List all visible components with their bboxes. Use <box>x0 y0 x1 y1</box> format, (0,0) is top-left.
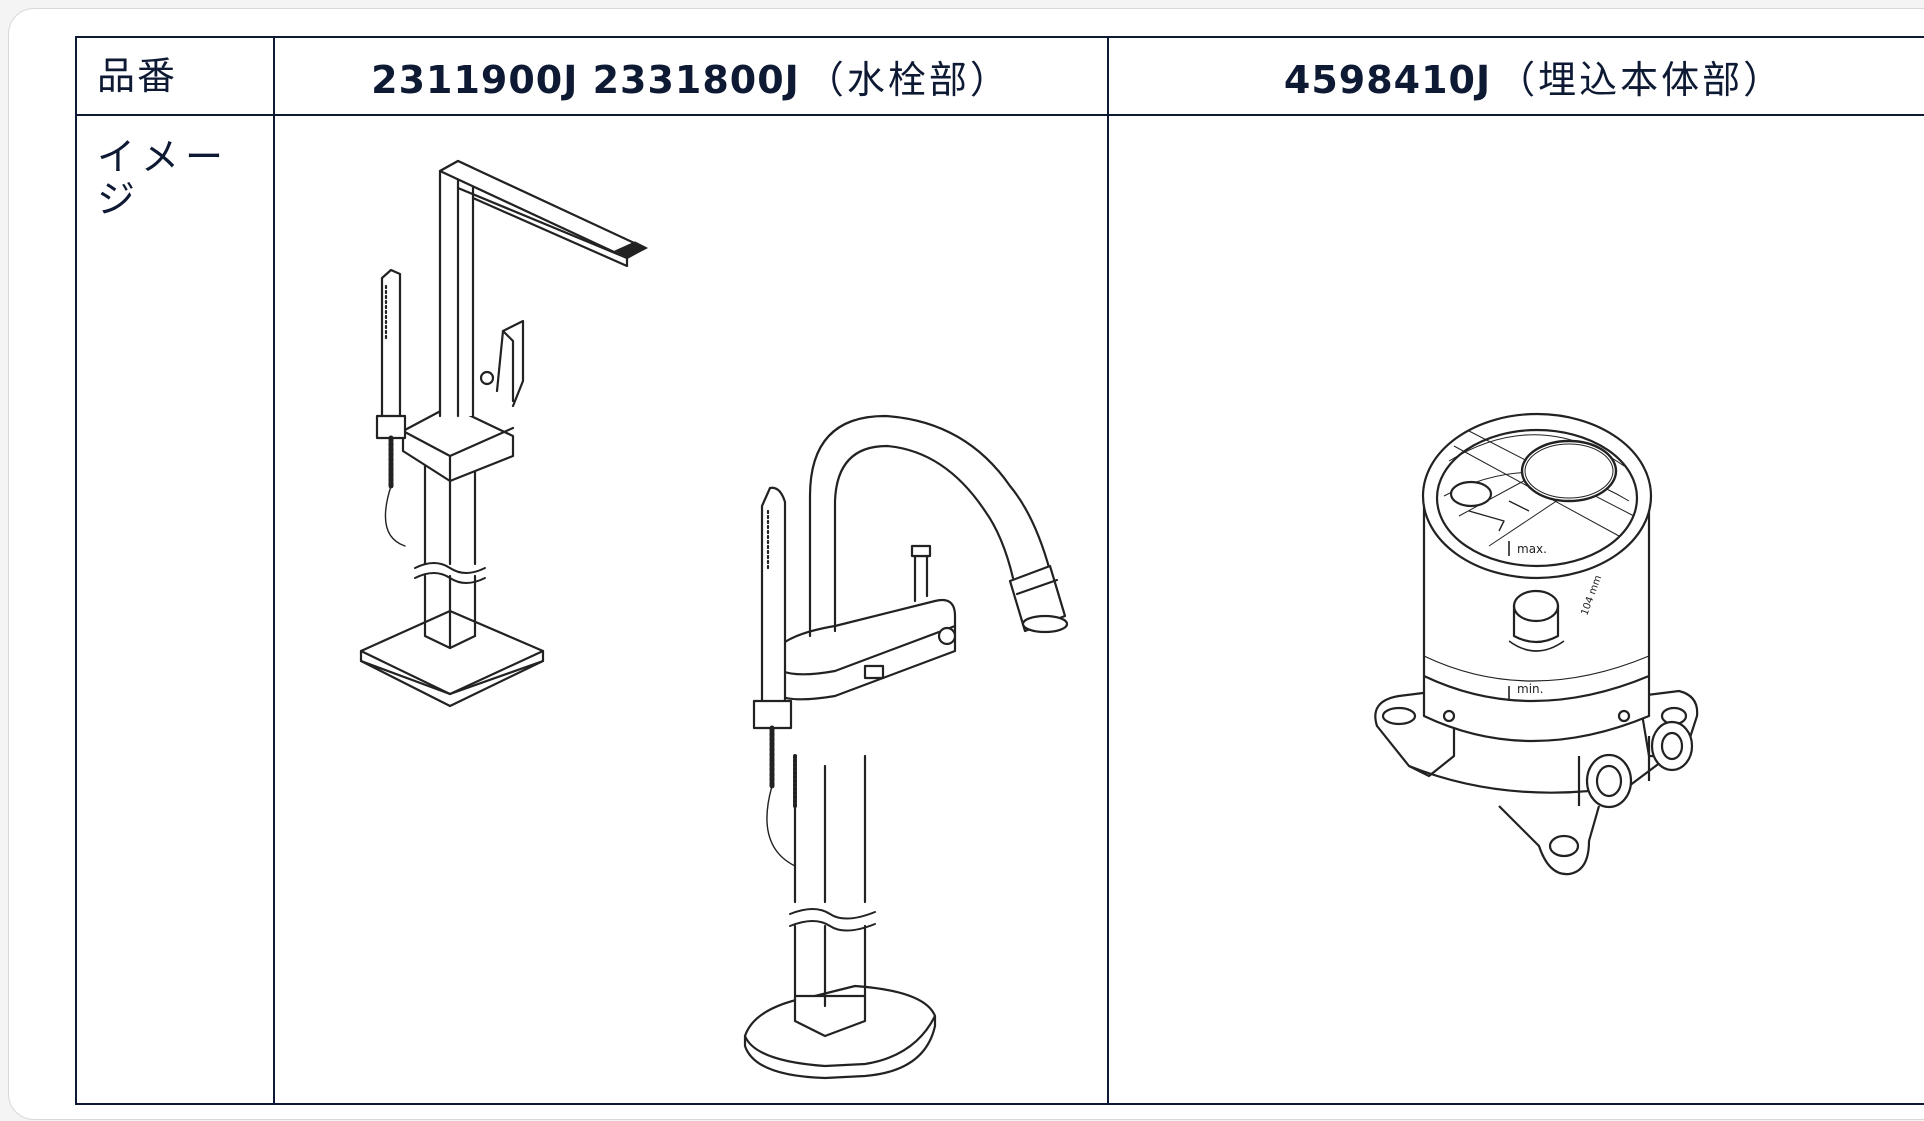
min-marking: min. <box>1517 682 1543 696</box>
header-row: 品番 2311900J 2331800J（水栓部） 4598410J（埋込本体部… <box>75 36 1924 116</box>
spec-table: 品番 2311900J 2331800J（水栓部） 4598410J（埋込本体部… <box>75 36 1924 1105</box>
col-b-codes: 4598410J <box>1283 57 1492 102</box>
faucet-illustrations <box>359 159 1069 1080</box>
image-cell-a <box>273 114 1109 1105</box>
col-b-suffix: （埋込本体部） <box>1497 57 1785 102</box>
faucet-curved-spout-icon <box>743 414 1069 1080</box>
image-label: イメージ <box>97 135 230 221</box>
embedded-body-unit-icon: max. min. 104 mm <box>1374 412 1699 876</box>
image-label-cell: イメージ <box>75 114 275 1105</box>
col-a-codes: 2311900J 2331800J <box>371 57 800 102</box>
col-a-suffix: （水栓部） <box>805 57 1011 102</box>
image-cell-b: max. min. 104 mm <box>1107 114 1924 1105</box>
image-row: イメージ <box>75 114 1924 1105</box>
header-label: 品番 <box>97 54 178 98</box>
header-col-a: 2311900J 2331800J（水栓部） <box>273 36 1109 116</box>
header-col-b-text: 4598410J（埋込本体部） <box>1109 49 1924 104</box>
header-col-b: 4598410J（埋込本体部） <box>1107 36 1924 116</box>
header-col-a-text: 2311900J 2331800J（水栓部） <box>275 49 1107 104</box>
header-label-cell: 品番 <box>75 36 275 116</box>
max-marking: max. <box>1517 542 1547 556</box>
faucet-tall-square-icon <box>359 159 648 708</box>
embedded-body-illustration: max. min. 104 mm <box>1374 412 1699 876</box>
content-card: 品番 2311900J 2331800J（水栓部） 4598410J（埋込本体部… <box>8 8 1924 1120</box>
